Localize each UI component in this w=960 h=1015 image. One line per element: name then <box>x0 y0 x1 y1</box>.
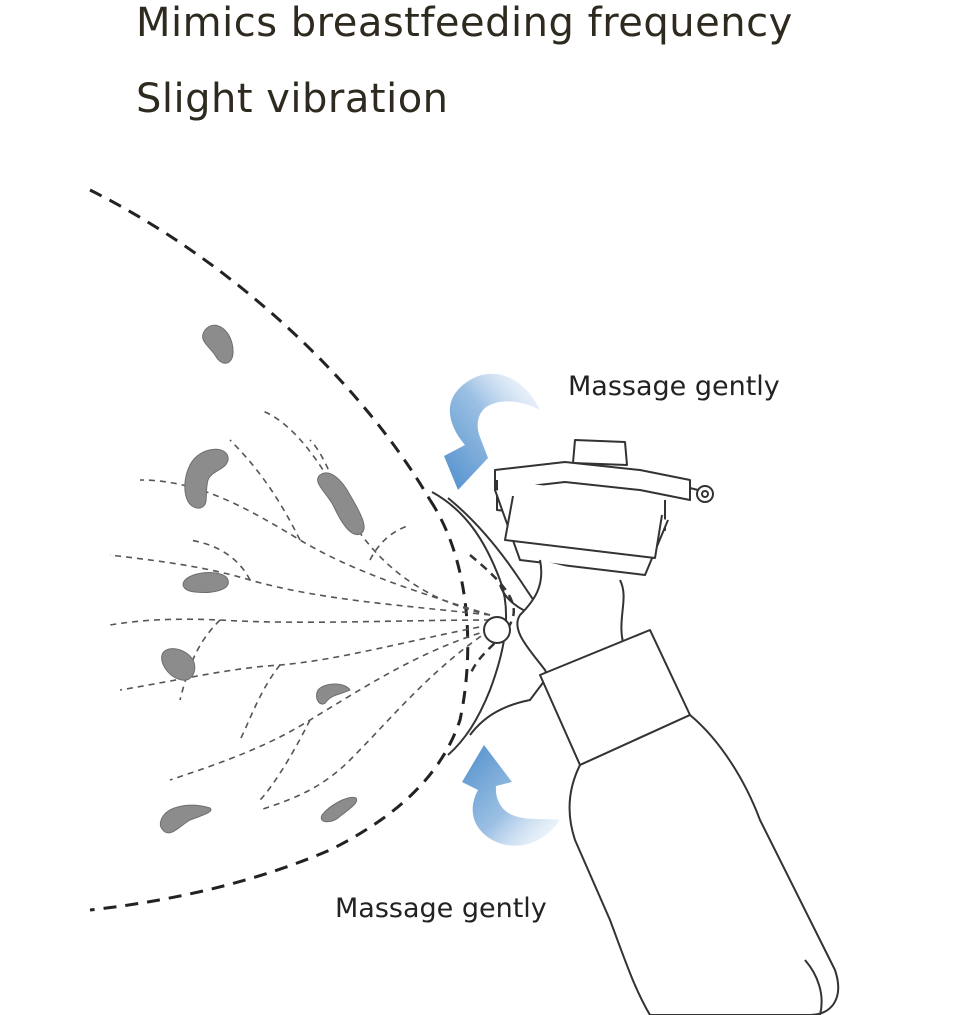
headline-line-1: Mimics breastfeeding frequency <box>136 0 793 46</box>
nipple-valve <box>483 616 511 644</box>
pump-head <box>494 439 714 576</box>
breast-outline <box>89 188 470 912</box>
massage-callout-top: Massage gently <box>568 371 780 402</box>
massage-callout-bottom: Massage gently <box>335 893 547 924</box>
curved-arrow-down-left-icon <box>444 373 540 490</box>
mammary-lobules <box>159 324 365 834</box>
milk-ducts <box>109 409 491 811</box>
headline-line-2: Slight vibration <box>136 76 449 122</box>
nipple-outline <box>468 554 515 676</box>
milk-bottle <box>539 629 840 1015</box>
curved-arrow-up-left-icon <box>462 745 560 846</box>
